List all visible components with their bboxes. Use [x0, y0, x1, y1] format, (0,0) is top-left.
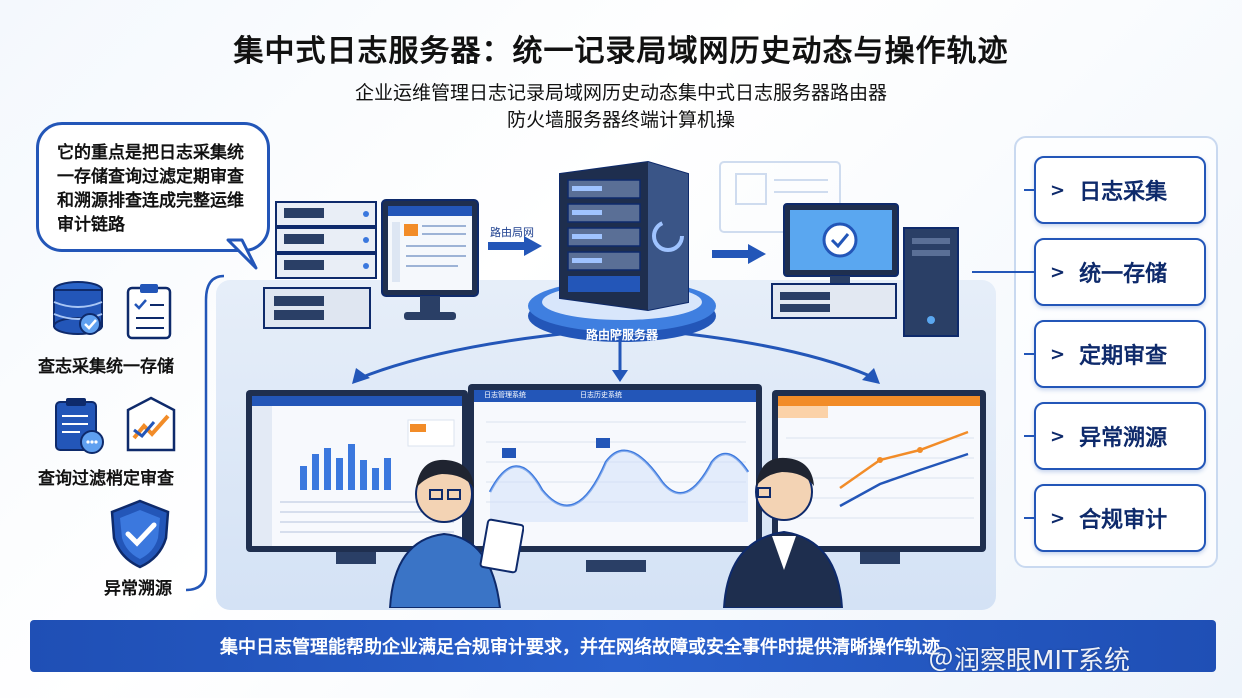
right-item-label: 统一存储	[1079, 262, 1168, 287]
central-platform-label: 路由陪服务器	[585, 328, 658, 342]
left-feature-label-3: 异常溯源	[104, 579, 172, 599]
chevron-right-icon: >	[1050, 179, 1066, 201]
arrow-right-icon	[488, 236, 542, 256]
database-icon	[53, 281, 103, 335]
chevron-right-icon: >	[1050, 425, 1066, 447]
chevron-right-icon: >	[1050, 507, 1066, 529]
workstation-right	[771, 203, 959, 337]
chevron-right-icon: >	[1050, 261, 1066, 283]
clipboard-chat-icon	[55, 398, 104, 454]
bottom-banner-text: 集中日志管理能帮助企业满足合规审计要求，并在网络故障或安全事件时提供清晰操作轨迹	[220, 637, 940, 658]
right-item-anomaly-trace[interactable]: > 异常溯源	[1034, 402, 1206, 470]
page-title: 集中式日志服务器：统一记录局域网历史动态与操作轨迹	[233, 34, 1009, 69]
right-item-label: 日志采集	[1079, 180, 1168, 205]
right-item-compliance-audit[interactable]: > 合规审计	[1034, 484, 1206, 552]
monitor-left-header: 日志管理系统	[484, 391, 526, 399]
checklist-icon	[126, 284, 172, 340]
chevron-right-icon: >	[1050, 343, 1066, 365]
subtitle-line-2: 防火墙服务器终端计算机操	[506, 109, 735, 131]
distribution-arrows	[352, 330, 880, 384]
admin-monitor-left	[381, 199, 479, 320]
monitor-center-header: 日志历史系统	[580, 391, 622, 399]
left-bracket-line	[185, 274, 225, 592]
subtitle: 企业运维管理日志记录局域网历史动态集中式日志服务器路由器 防火墙服务器终端计算机…	[300, 80, 942, 134]
arrow-right-icon-2	[712, 244, 766, 264]
faded-window-bg	[719, 161, 841, 233]
dashboard-monitor-right	[772, 390, 986, 564]
flow-label-left: 路由局网	[490, 226, 534, 239]
right-item-label: 异常溯源	[1079, 426, 1168, 451]
right-item-label: 合规审计	[1079, 508, 1168, 533]
subtitle-line-1: 企业运维管理日志记录局域网历史动态集中式日志服务器路由器	[354, 82, 887, 104]
right-item-label: 定期审查	[1079, 344, 1168, 369]
bottom-banner: 集中日志管理能帮助企业满足合规审计要求，并在网络故障或安全事件时提供清晰操作轨迹	[30, 620, 1216, 672]
right-connector-lines	[972, 189, 1034, 519]
right-item-periodic-review[interactable]: > 定期审查	[1034, 320, 1206, 388]
shield-check-icon	[110, 499, 170, 569]
central-log-server	[559, 160, 689, 312]
speech-bubble: 它的重点是把日志采集统一存储查询过滤定期审查和溯源排查连成完整运维审计链路	[36, 122, 270, 252]
person-left	[388, 459, 524, 608]
right-item-unified-storage[interactable]: > 统一存储	[1034, 238, 1206, 306]
right-item-log-collection[interactable]: > 日志采集	[1034, 156, 1206, 224]
watermark: ＠润察眼MIT系统	[928, 646, 1130, 676]
dashboard-monitor-center	[468, 384, 762, 572]
left-feature-label-1: 查志采集统一存储	[38, 357, 174, 377]
server-rack-left	[263, 201, 377, 329]
person-right	[722, 457, 844, 608]
speech-bubble-tail	[226, 238, 258, 270]
left-feature-label-2: 查询过滤梢定审查	[38, 469, 174, 489]
clipboard-chart-icon	[126, 396, 176, 452]
